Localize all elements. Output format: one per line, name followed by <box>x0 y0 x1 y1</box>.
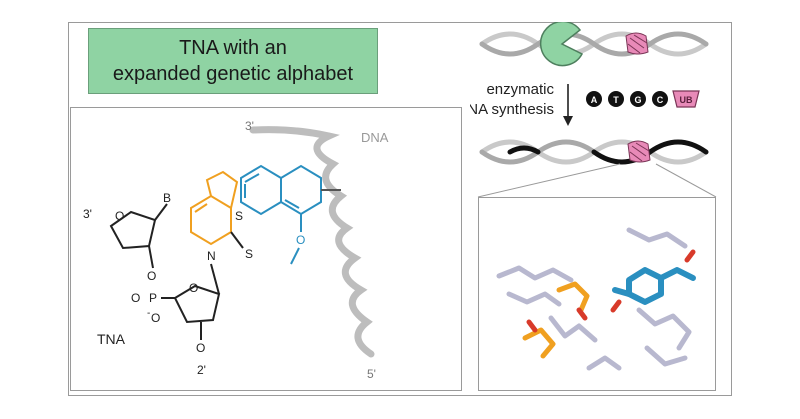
title-line-2: expanded genetic alphabet <box>112 63 354 85</box>
title-line-1: TNA with an <box>179 37 287 59</box>
chemistry-panel: 3' DNA 5' O S S N 3' O <box>70 107 462 391</box>
tna-structure: 3' DNA 5' O S S N 3' O <box>83 119 389 381</box>
structure-panel <box>478 197 716 391</box>
neighbor-sticks <box>496 227 692 371</box>
nucleotide-g: G <box>630 91 646 107</box>
product-dna-helix <box>479 139 709 165</box>
sugar2-o-ring: O <box>189 281 198 295</box>
sugar1-3prime: 3' <box>83 207 92 221</box>
thione-s: S <box>245 247 253 261</box>
nucleotide-a-label: A <box>591 95 598 105</box>
process-line-1: enzymatic <box>486 81 554 98</box>
phosphate-charge: - <box>147 308 150 319</box>
title-box: TNA with an expanded genetic alphabet <box>88 28 378 94</box>
synthesis-scheme: enzymatic TNA synthesis A T G C UB <box>470 22 717 197</box>
nucleotide-ub: UB <box>672 90 700 108</box>
template-dna-helix <box>479 31 709 57</box>
nucleotide-ub-label: UB <box>680 95 693 105</box>
methoxy-o: O <box>296 233 305 247</box>
dna-3prime-label: 3' <box>245 119 254 133</box>
red-atoms <box>526 249 696 333</box>
crystal-structure <box>496 227 696 371</box>
phosphate-o2: O <box>131 291 140 305</box>
nucleotide-a: A <box>586 91 602 107</box>
ring-n: N <box>207 249 216 263</box>
nucleotide-g-label: G <box>634 95 641 105</box>
phosphate-o: O <box>147 269 156 283</box>
nucleotide-t-label: T <box>613 95 619 105</box>
phosphate-p: P <box>149 291 157 305</box>
sugar2-o-link: O <box>196 341 205 355</box>
tna-label: TNA <box>97 331 126 347</box>
dna-label: DNA <box>361 130 389 145</box>
phosphate-ominus: O <box>151 311 160 325</box>
ring-s: S <box>235 209 243 223</box>
polymerase-enzyme <box>539 22 584 67</box>
orange-base-sticks <box>522 281 590 359</box>
sugar-1 <box>109 203 168 269</box>
nucleotide-c: C <box>652 91 668 107</box>
sugar2-2prime: 2' <box>197 363 206 377</box>
dna-5prime-label: 5' <box>367 367 376 381</box>
nucleotide-t: T <box>608 91 624 107</box>
dna-strand <box>249 126 375 358</box>
base-b: B <box>163 191 171 205</box>
process-line-2: TNA synthesis <box>470 101 554 118</box>
blue-base-sticks <box>612 267 696 305</box>
thiophene-base <box>190 170 239 246</box>
sugar1-o: O <box>115 209 124 223</box>
sugar-2 <box>173 263 221 340</box>
nucleotide-c-label: C <box>657 95 664 105</box>
naphthalene-base <box>240 164 322 216</box>
